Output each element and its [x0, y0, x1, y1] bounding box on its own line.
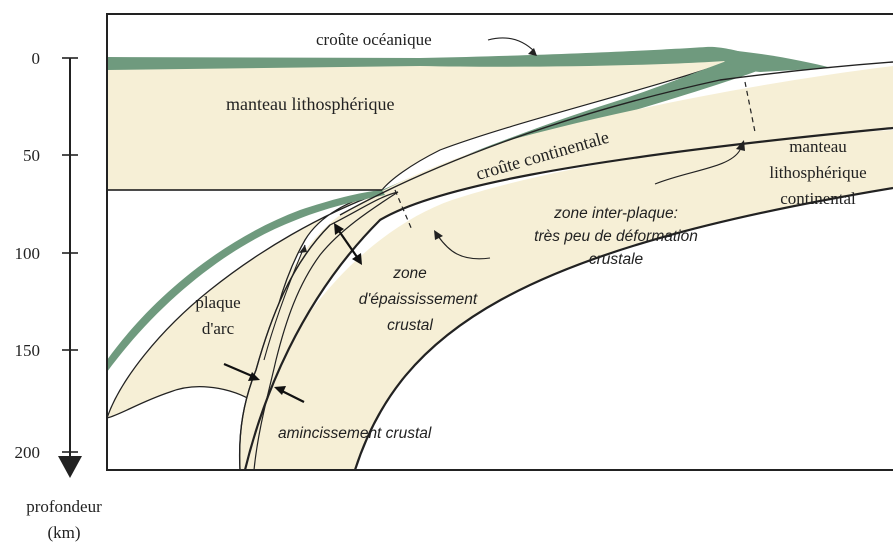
label-arc-plate-line1: plaque: [195, 293, 240, 312]
label-interplate-line2: très peu de déformation: [534, 228, 698, 245]
depth-axis-title: profondeur: [26, 497, 102, 516]
label-interplate-line3: crustale: [589, 251, 644, 268]
label-oceanic-crust: croûte océanique: [316, 30, 432, 49]
label-lithospheric-mantle: manteau lithosphérique: [226, 94, 394, 114]
label-continental-mantle-line1: manteau: [789, 137, 847, 156]
label-interplate-line1: zone inter-plaque:: [553, 205, 678, 222]
depth-axis: 0 50 100 150 200 profondeur (km): [15, 49, 103, 542]
label-continental-mantle-line2: lithosphérique: [769, 163, 866, 182]
label-continental-mantle-line3: continental: [780, 189, 856, 208]
depth-tick-0: 0: [32, 49, 41, 68]
label-thickening-line2: d'épaississement: [359, 291, 478, 308]
depth-tick-50: 50: [23, 146, 40, 165]
label-thickening-line3: crustal: [387, 317, 433, 334]
depth-tick-200: 200: [15, 443, 41, 462]
depth-tick-100: 100: [15, 244, 41, 263]
depth-axis-unit: (km): [47, 523, 80, 542]
depth-tick-150: 150: [15, 341, 41, 360]
label-arc-plate-line2: d'arc: [202, 319, 235, 338]
label-thickening-line1: zone: [392, 265, 427, 282]
label-crustal-thinning: amincissement crustal: [278, 425, 432, 442]
down-arrow-icon: [58, 456, 82, 478]
